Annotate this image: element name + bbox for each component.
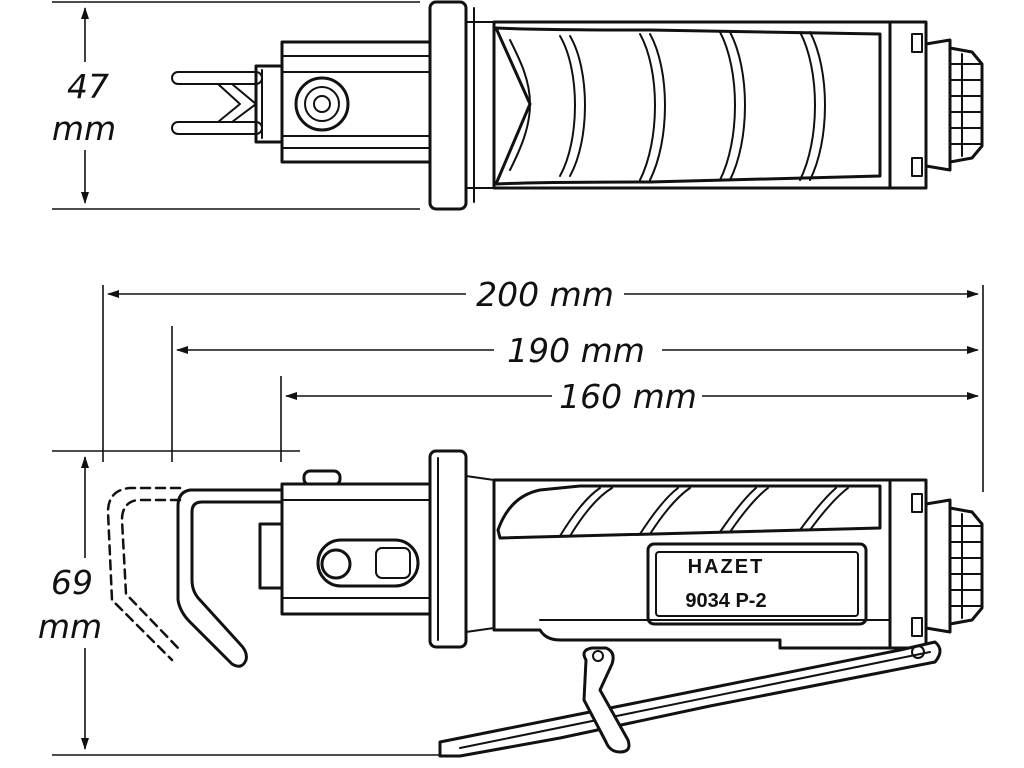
trigger-lever [438, 640, 942, 758]
dim-200-label: 200 mm [476, 275, 614, 314]
top-rear-cap [888, 20, 984, 190]
top-collar [428, 0, 495, 211]
top-dim-value: 47 [67, 67, 109, 106]
side-main-body [492, 478, 892, 650]
blade-alt-position [106, 486, 182, 662]
side-view: 69 mm [36, 449, 984, 758]
brand-label: HAZET [688, 556, 765, 578]
model-label: 9034 P-2 [685, 590, 766, 612]
top-view: 47 mm [40, 0, 984, 211]
side-rear-cap [888, 478, 984, 650]
length-dimensions: 200 mm 190 mm 160 mm [102, 274, 984, 492]
top-dim-unit: mm [52, 109, 116, 148]
side-front-housing [258, 482, 432, 616]
dim-190-label: 190 mm [507, 331, 645, 370]
side-dim-value: 69 [51, 563, 93, 602]
saw-blade [176, 488, 284, 668]
dim-160-label: 160 mm [559, 377, 697, 416]
top-blade-fork [171, 64, 284, 144]
side-collar [428, 449, 495, 649]
top-front-housing [280, 40, 432, 164]
tool-label-plate [646, 542, 868, 626]
side-dim-unit: mm [38, 607, 102, 646]
top-handle [492, 20, 892, 190]
